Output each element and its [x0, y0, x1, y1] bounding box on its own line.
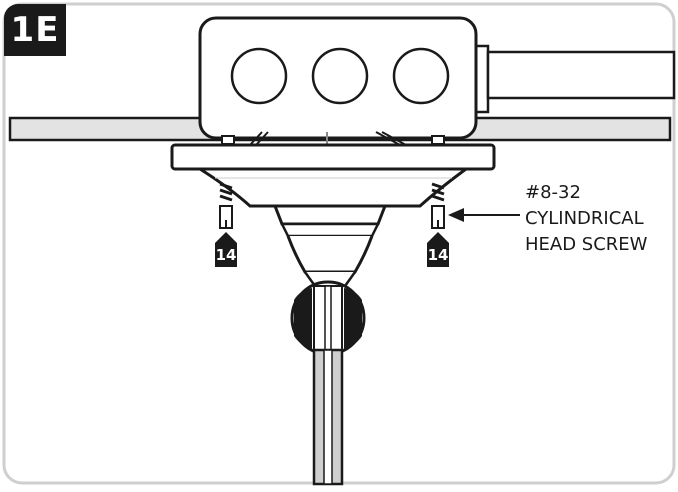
part-arrow-right	[427, 232, 449, 243]
screw-right	[431, 205, 445, 229]
junction-box	[198, 16, 478, 140]
knockout-3	[392, 47, 450, 105]
step-badge: 1E	[4, 4, 66, 56]
canopy	[170, 143, 496, 208]
spring-left	[219, 182, 233, 202]
collar	[272, 204, 388, 292]
callout-name-label: HEAD SCREW	[525, 234, 648, 255]
wires	[249, 131, 407, 146]
screw-callout: #8-32 CYLINDRICAL HEAD SCREW	[525, 180, 647, 258]
callout-size-label: #8-32	[525, 182, 581, 203]
part-number-badge-left: 14	[215, 243, 237, 267]
downrod	[312, 348, 344, 486]
ball-joint	[290, 280, 366, 356]
callout-arrow	[448, 208, 520, 222]
part-number-badge-right: 14	[427, 243, 449, 267]
spring-right	[431, 182, 445, 202]
knockout-1	[230, 47, 288, 105]
callout-type-label: CYLINDRICAL	[525, 208, 644, 229]
side-brace	[473, 44, 676, 114]
knockout-2	[311, 47, 369, 105]
step-label: 1E	[10, 10, 60, 50]
part-arrow-left	[215, 232, 237, 243]
screw-left	[219, 205, 233, 229]
